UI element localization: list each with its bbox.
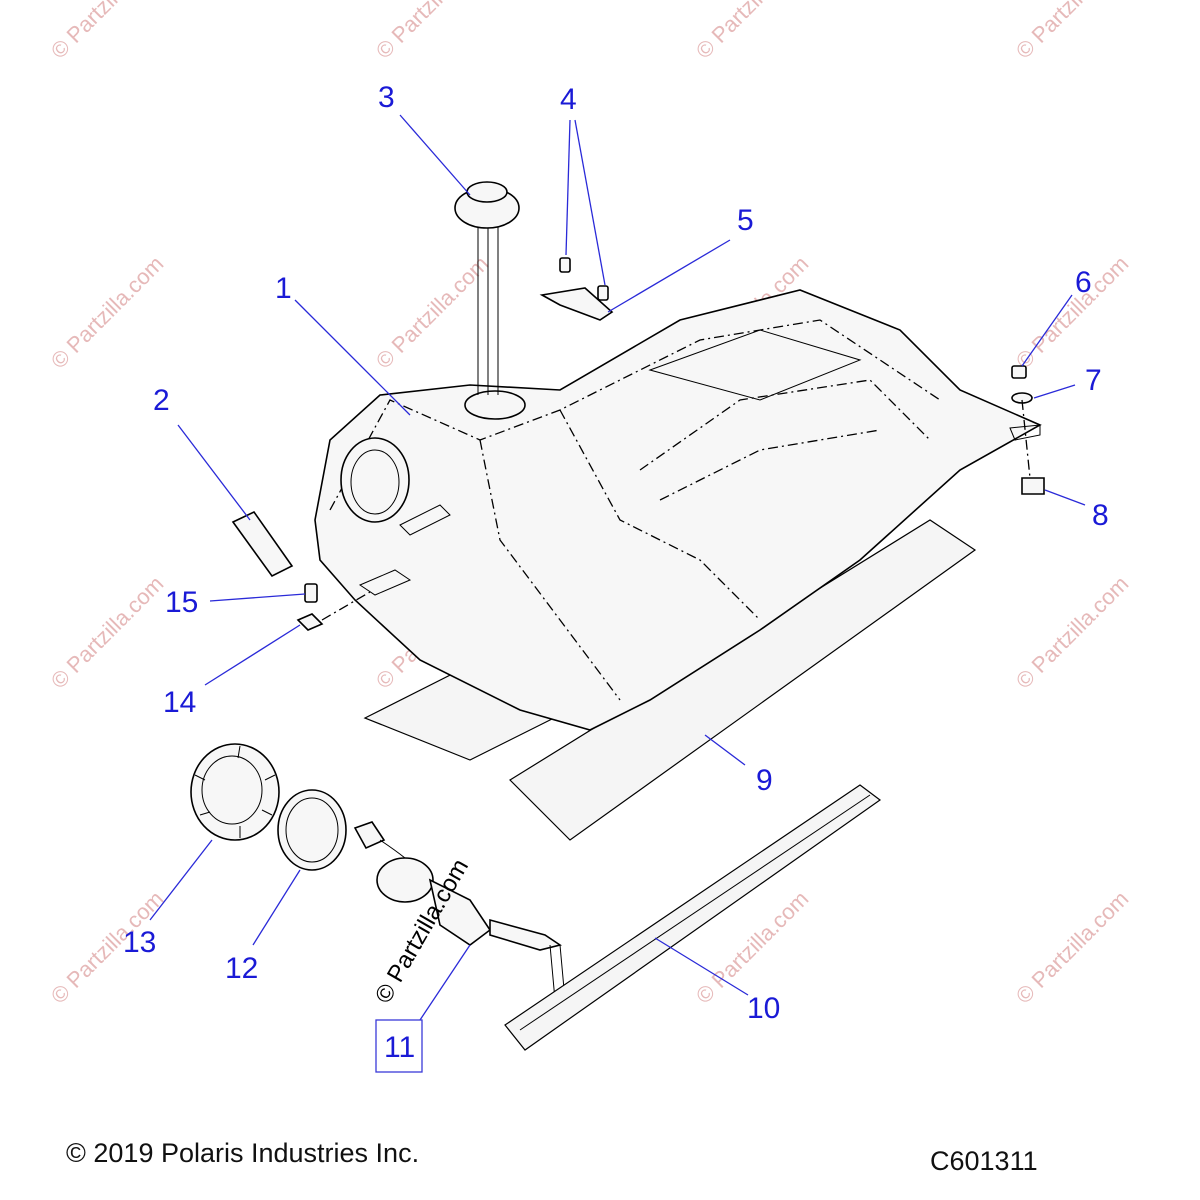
seal-outer: [277, 789, 347, 871]
callout-11-box: 11: [375, 1019, 423, 1073]
callout-9: 9: [756, 764, 773, 797]
clip-axis: [321, 591, 371, 621]
tank-seam: [329, 319, 941, 701]
callout-2: 2: [153, 384, 170, 417]
leader-5: [607, 239, 731, 313]
part-1-fuel-tank: [314, 289, 1042, 731]
watermark: © Partzilla.com: [371, 251, 494, 374]
copyright-notice: © 2019 Polaris Industries Inc.: [66, 1138, 420, 1168]
callout-13: 13: [123, 926, 156, 959]
part-5-bracket: [539, 287, 614, 321]
part-10-strip: [504, 784, 882, 1051]
leader-15: [209, 593, 306, 602]
pump-flange: [376, 857, 434, 903]
cap-top: [466, 181, 508, 203]
leader-4b: [574, 119, 606, 286]
part-13-lock-ring: [190, 743, 280, 841]
watermark: © Partzilla.com: [371, 0, 494, 64]
tank-fitting: [399, 504, 451, 536]
tank-top-panel: [648, 329, 862, 401]
stud-axis: [1021, 399, 1031, 479]
callout-8: 8: [1092, 499, 1109, 532]
callout-3: 3: [378, 81, 395, 114]
part-14-clip: [296, 591, 371, 631]
part-12-seal: [277, 789, 347, 871]
tank-mount-tab: [358, 569, 412, 596]
watermark: © Partzilla.com: [46, 571, 169, 694]
callout-6: 6: [1075, 266, 1092, 299]
pump-connector: [353, 821, 386, 850]
leader-3: [399, 114, 471, 196]
callout-10: 10: [747, 992, 780, 1025]
nut-shape: [1011, 365, 1027, 379]
pump-body: [428, 878, 492, 946]
part-8-stud: [1021, 399, 1045, 495]
watermark: © Partzilla.com: [1011, 571, 1134, 694]
seal-inner: [285, 797, 339, 863]
callout-7: 7: [1085, 364, 1102, 397]
callout-box: [375, 1019, 423, 1073]
leader-10: [654, 937, 749, 996]
leader-14: [204, 624, 301, 686]
leader-2: [177, 424, 251, 521]
pump-opening-inner: [350, 449, 400, 515]
leader-4a: [565, 119, 571, 256]
callout-12: 12: [225, 952, 258, 985]
tank-mount-tab: [1009, 424, 1041, 441]
watermark: © Partzilla.com: [46, 0, 169, 64]
part-3-filler-cap: [454, 181, 520, 395]
part-2-decal: [231, 510, 294, 578]
pump-wire: [379, 839, 406, 859]
callout-11: 11: [384, 1031, 415, 1064]
part-6-nut: [1011, 365, 1027, 379]
watermark: © Partzilla.com: [691, 0, 814, 64]
tank-body: [314, 289, 1042, 731]
callout-14: 14: [163, 686, 196, 719]
bracket-shape: [539, 287, 614, 321]
lock-ring-teeth: [194, 745, 276, 838]
leader-11: [419, 944, 471, 1021]
bolt: [597, 285, 609, 301]
part-4-bolts: [559, 257, 609, 301]
filler-neck: [464, 390, 526, 420]
lock-ring-outer: [190, 743, 280, 841]
callout-15: 15: [165, 586, 198, 619]
callout-4: 4: [560, 83, 577, 116]
bolt: [559, 257, 571, 273]
watermark: © Partzilla.com: [1011, 0, 1134, 64]
filler-hose: [477, 220, 499, 395]
leader-13: [149, 839, 213, 921]
clip-shape: [296, 613, 324, 631]
leader-1: [294, 299, 411, 416]
watermark: © Partzilla.com: [46, 251, 169, 374]
strip-edge: [519, 794, 871, 1031]
stud-shape: [1021, 477, 1045, 495]
leader-12: [252, 869, 301, 946]
drawing-number: C601311: [930, 1146, 1038, 1176]
leader-9: [704, 734, 746, 766]
tank-seam: [639, 379, 931, 501]
callout-1: 1: [275, 272, 292, 305]
callouts: 1 2 3 4 5 6 7 8 9 10 12 13 14 15: [123, 81, 1109, 1025]
pump-arm: [489, 918, 562, 951]
part-15-screw: [304, 583, 318, 603]
decal-shape: [231, 510, 294, 578]
screw-shape: [304, 583, 318, 603]
callout-5: 5: [737, 204, 754, 237]
watermark: © Partzilla.com: [1011, 886, 1134, 1009]
leader-8: [1044, 489, 1086, 506]
leader-lines: [149, 114, 1086, 1021]
leader-6: [1021, 294, 1073, 367]
lock-ring-inner: [201, 755, 263, 825]
leader-7: [1033, 384, 1076, 399]
